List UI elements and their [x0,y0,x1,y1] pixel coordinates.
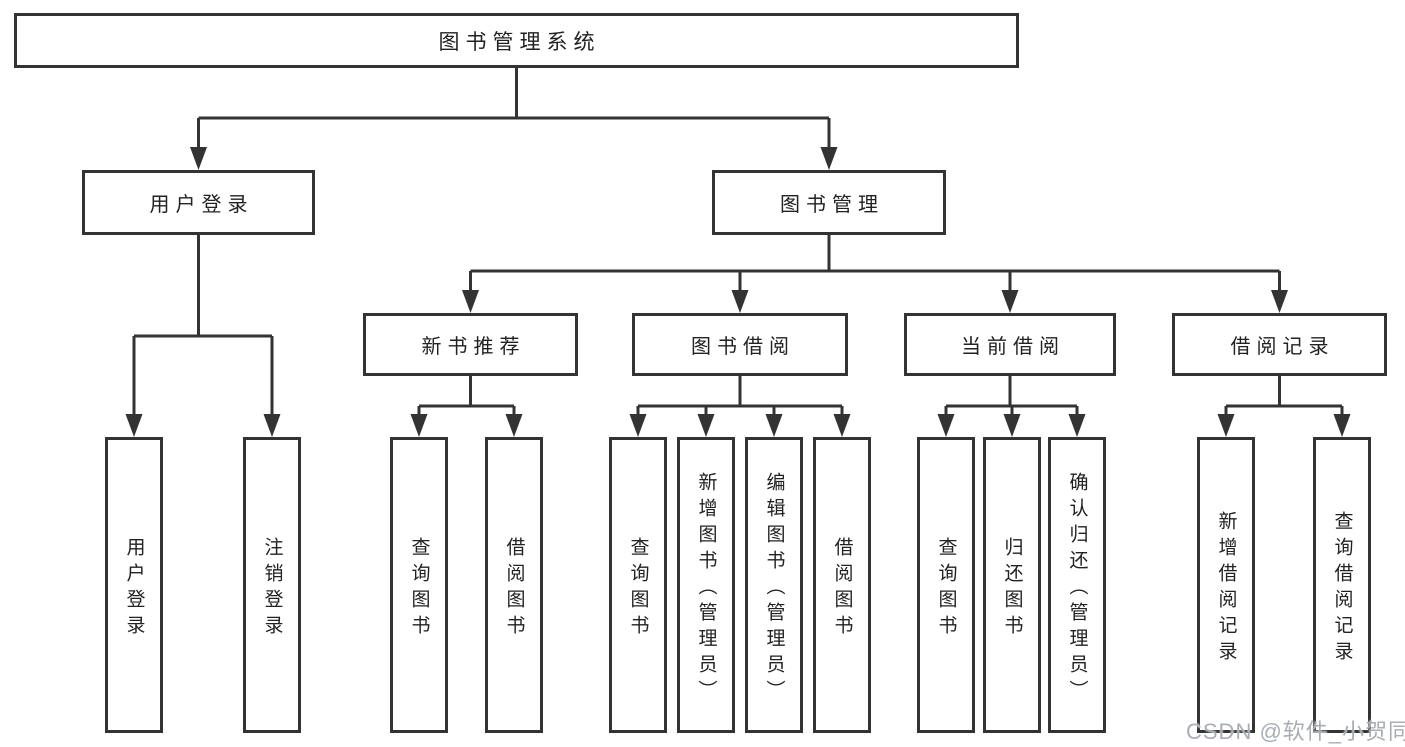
arrow-down-icon [1003,414,1021,437]
arrow-down-icon [820,147,838,170]
arrow-down-icon [765,414,783,437]
leaf-logout: 注销登录 [243,437,301,733]
arrow-down-icon [125,414,143,437]
connector-path [132,68,1344,417]
arrow-down-icon [1217,414,1235,437]
node-book-borrowing: 图书借阅 [632,313,848,376]
arrow-down-icon [629,414,647,437]
leaf-query-borrow-record: 查询借阅记录 [1313,437,1371,733]
csdn-watermark: CSDN @软件_小贺同学 [1186,719,1405,744]
arrow-down-icon [190,147,207,170]
arrow-down-icon [833,414,851,437]
node-user-login: 用户登录 [82,170,315,235]
leaf-query-books-recommend: 查询图书 [390,437,448,733]
arrowheads [125,147,1351,437]
node-new-book-recommend: 新书推荐 [363,313,578,376]
arrow-down-icon [410,414,428,437]
arrow-down-icon [1271,290,1288,313]
leaf-user-login: 用户登录 [105,437,163,733]
leaf-edit-books-admin: 编辑图书（管理员） [745,437,803,733]
arrow-down-icon [697,414,715,437]
node-current-borrowing: 当前借阅 [904,313,1116,376]
node-book-management: 图书管理 [712,170,946,235]
arrow-down-icon [263,414,281,437]
leaf-query-books-current: 查询图书 [917,437,975,733]
arrow-down-icon [462,290,479,313]
leaf-add-books-admin: 新增图书（管理员） [677,437,735,733]
leaf-return-books: 归还图书 [983,437,1041,733]
arrow-down-icon [1333,414,1351,437]
arrow-down-icon [1068,414,1086,437]
node-borrow-records: 借阅记录 [1172,313,1387,376]
leaf-query-books-borrowing: 查询图书 [609,437,667,733]
node-library-system: 图书管理系统 [14,13,1019,68]
leaf-add-borrow-record: 新增借阅记录 [1197,437,1255,733]
arrow-down-icon [505,414,523,437]
arrow-down-icon [731,290,749,313]
arrow-down-icon [1001,290,1019,313]
leaf-borrow-books-recommend: 借阅图书 [485,437,543,733]
leaf-confirm-return-admin: 确认归还（管理员） [1048,437,1106,733]
leaf-borrow-books: 借阅图书 [813,437,871,733]
arrow-down-icon [937,414,955,437]
